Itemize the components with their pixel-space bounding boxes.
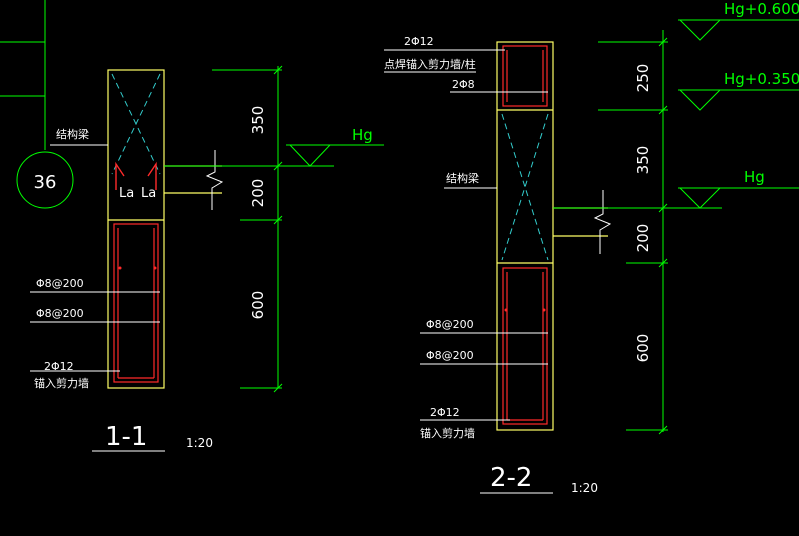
- callout-1-stirrup-b: Φ8@200: [36, 307, 84, 320]
- dimension-chain-2: [598, 30, 668, 435]
- callout-2-top-bars-note: 点焊锚入剪力墙/柱: [384, 57, 476, 71]
- dim-1-200: 200: [249, 179, 267, 208]
- dim-1-350: 350: [249, 106, 267, 135]
- callout-2-stirrup-a: Φ8@200: [426, 318, 474, 331]
- grid-axis: [0, 0, 74, 209]
- callout-1-stirrup-a: Φ8@200: [36, 277, 84, 290]
- beam-cross: [111, 73, 161, 175]
- beam-cross-2: [501, 113, 549, 261]
- callout-2-bars-note: 锚入剪力墙: [420, 426, 475, 440]
- beam-label-2: 结构梁: [446, 171, 479, 185]
- level-label-hg-0350: Hg+0.350: [724, 70, 799, 88]
- section-2-scale: 1:20: [571, 481, 598, 495]
- section-2-title: 2-2: [490, 463, 532, 493]
- grid-bubble-circle: [16, 151, 74, 209]
- callout-1-bars-note: 锚入剪力墙: [34, 376, 89, 390]
- grid-bubble-label: 36: [34, 172, 57, 193]
- break-symbol-2: [593, 190, 612, 254]
- section-1-scale: 1:20: [186, 436, 213, 450]
- level-markers-2: [553, 19, 799, 209]
- level-label-hg-2: Hg: [744, 168, 765, 186]
- anchor-mark-1: La: [119, 186, 134, 201]
- callout-1-bars: 2Φ12: [44, 360, 74, 373]
- level-marker-hg-1: [164, 144, 384, 167]
- callout-2-mid-bars: 2Φ8: [452, 78, 475, 91]
- dim-2-350: 350: [634, 146, 652, 175]
- beam-label-1: 结构梁: [56, 127, 89, 141]
- anchor-mark-2: La: [141, 186, 156, 201]
- stirrup-1: [113, 223, 159, 383]
- callout-2-bars: 2Φ12: [430, 406, 460, 419]
- dim-2-600: 600: [634, 334, 652, 363]
- callout-2-stirrup-b: Φ8@200: [426, 349, 474, 362]
- section-1-1: La La 350 200 600: [30, 65, 384, 452]
- level-label-hg-1: Hg: [352, 126, 373, 144]
- level-label-hg-0600: Hg+0.600: [724, 0, 799, 18]
- dim-1-600: 600: [249, 291, 267, 320]
- dim-2-250: 250: [634, 64, 652, 93]
- section-1-title: 1-1: [105, 422, 147, 452]
- stirrup-2-top: [502, 45, 548, 107]
- break-symbol: [205, 150, 224, 210]
- dim-2-200: 200: [634, 224, 652, 253]
- section-1-outline: [107, 69, 165, 389]
- section-2-2: 250 350 200 600 Hg+0.600 Hg+0.350 Hg 2Φ1…: [384, 0, 799, 495]
- stirrup-2-bottom: [502, 267, 548, 425]
- callout-2-top-bars: 2Φ12: [404, 35, 434, 48]
